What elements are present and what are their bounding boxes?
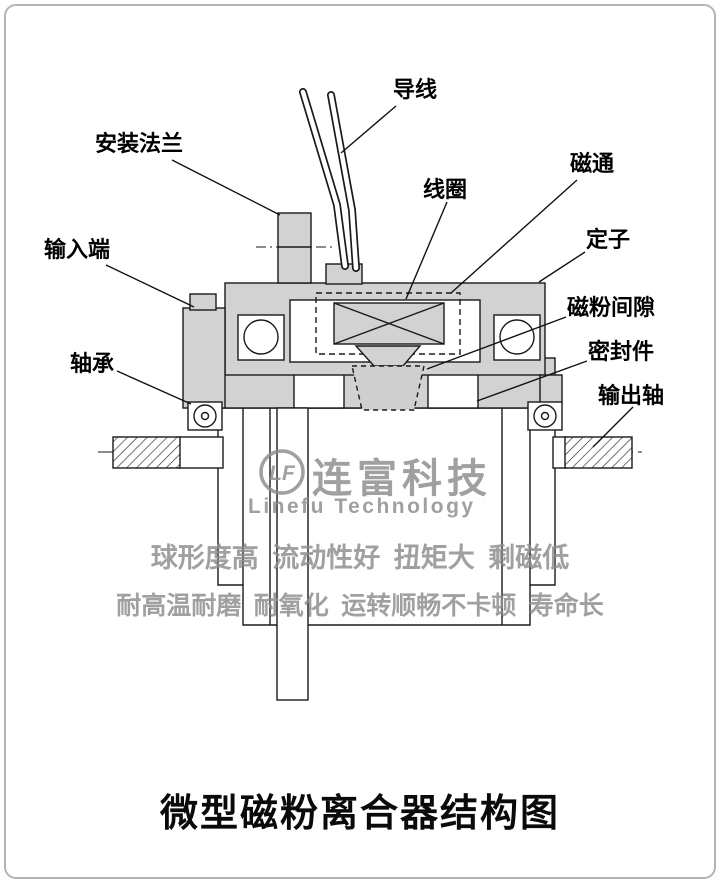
coil-bobbin xyxy=(315,292,461,355)
label-stator: 定子 xyxy=(586,227,631,252)
leader-input-end xyxy=(105,264,195,308)
seal-hub xyxy=(539,374,563,404)
watermark-brand-cn: 连富科技 xyxy=(312,457,492,501)
leader-lines xyxy=(105,105,634,448)
left-main-bearing xyxy=(237,314,285,361)
leader-magnetic-flux xyxy=(450,179,578,294)
label-powder-gap: 磁粉间隙 xyxy=(567,295,656,320)
right-main-bearing xyxy=(493,314,541,361)
watermark-slogan-2: 耐高温耐磨 耐氧化 运转顺畅不卡顿 寿命长 xyxy=(116,593,604,620)
linefu-logo: LF xyxy=(259,449,305,495)
leader-stator xyxy=(538,251,586,283)
leader-seal xyxy=(476,360,588,402)
label-input-end: 输入端 xyxy=(44,237,111,262)
label-mounting-flange: 安装法兰 xyxy=(95,131,184,156)
powder-gap-region xyxy=(351,365,425,411)
leader-coil xyxy=(405,201,448,300)
watermark-slogan-1: 球形度高 流动性好 扭矩大 剩磁低 xyxy=(150,543,570,573)
leader-powder-gap xyxy=(426,316,567,370)
center-shaft xyxy=(276,407,309,701)
label-bearing: 轴承 xyxy=(70,351,115,376)
input-shaft-end xyxy=(112,436,181,469)
right-shaft-bearing xyxy=(527,401,563,431)
label-lead-wire: 导线 xyxy=(393,77,438,102)
label-output-shaft: 输出轴 xyxy=(598,383,665,408)
leader-output-shaft xyxy=(592,406,634,448)
label-magnetic-flux: 磁通 xyxy=(570,151,615,176)
label-seal: 密封件 xyxy=(588,339,655,364)
leader-lead-wire xyxy=(340,105,397,154)
lead-wires xyxy=(299,88,360,272)
label-coil: 线圈 xyxy=(423,177,468,202)
coil-winding xyxy=(333,302,445,345)
left-shaft-bearing xyxy=(187,401,223,431)
diagram-title: 微型磁粉离合器结构图 xyxy=(159,793,560,835)
leader-mounting-flange xyxy=(171,159,281,216)
input-hub xyxy=(182,307,226,409)
mounting-flange-part xyxy=(256,212,334,284)
leader-bearing xyxy=(116,370,192,405)
watermark-brand-en: Linefu Technology xyxy=(248,495,476,518)
linefu-logo-monogram: LF xyxy=(269,462,296,485)
